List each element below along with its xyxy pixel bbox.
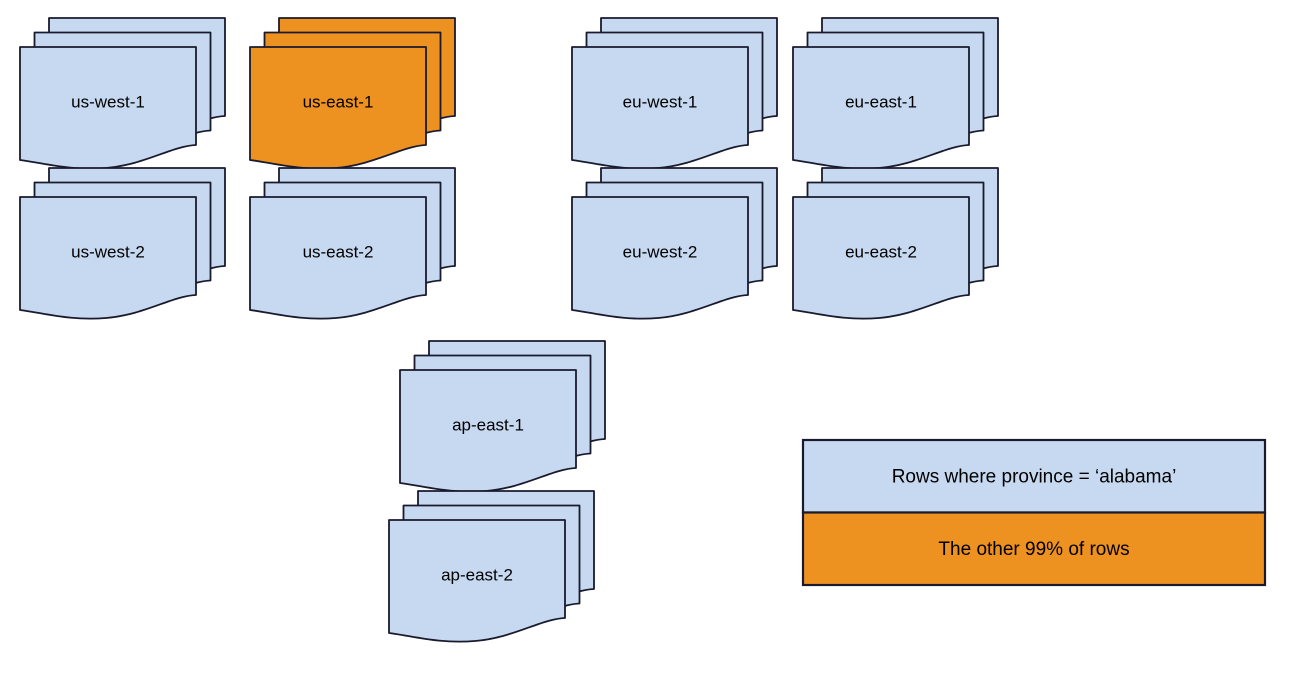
region-label: us-west-2 [71,242,145,261]
region-stack-eu-east-1[interactable]: eu-east-1 [792,17,999,170]
legend-label-other-rows: The other 99% of rows [938,539,1129,560]
region-stack-us-east-1[interactable]: us-east-1 [249,17,456,170]
document-sheet-3 [571,196,749,320]
region-stack-eu-east-2[interactable]: eu-east-2 [792,167,999,320]
legend-swatch-other-rows [801,511,1267,587]
region-label: eu-west-2 [623,242,698,261]
region-stack-group: us-west-1 us-east-1 eu-west-1 eu-east-1 us-w… [19,17,999,643]
legend-swatch-alabama-rows [801,438,1267,514]
region-stack-eu-west-2[interactable]: eu-west-2 [571,167,778,320]
region-label: ap-east-2 [441,565,513,584]
region-label: us-east-2 [303,242,374,261]
region-label: eu-east-2 [845,242,917,261]
legend-group: Rows where province = ‘alabama’ The other… [801,438,1267,587]
region-label: us-east-1 [303,92,374,111]
document-sheet-3 [388,519,566,643]
document-sheet-3 [19,196,197,320]
region-stack-eu-west-1[interactable]: eu-west-1 [571,17,778,170]
region-label: ap-east-1 [452,415,524,434]
region-label: eu-west-1 [623,92,698,111]
legend-label-alabama-rows: Rows where province = ‘alabama’ [892,466,1177,487]
region-stack-us-east-2[interactable]: us-east-2 [249,167,456,320]
document-sheet-3 [249,196,427,320]
region-label: eu-east-1 [845,92,917,111]
region-stack-ap-east-2[interactable]: ap-east-2 [388,490,595,643]
region-stack-us-west-2[interactable]: us-west-2 [19,167,226,320]
region-stack-ap-east-1[interactable]: ap-east-1 [399,340,606,493]
region-label: us-west-1 [71,92,145,111]
document-sheet-3 [792,196,970,320]
region-stack-us-west-1[interactable]: us-west-1 [19,17,226,170]
